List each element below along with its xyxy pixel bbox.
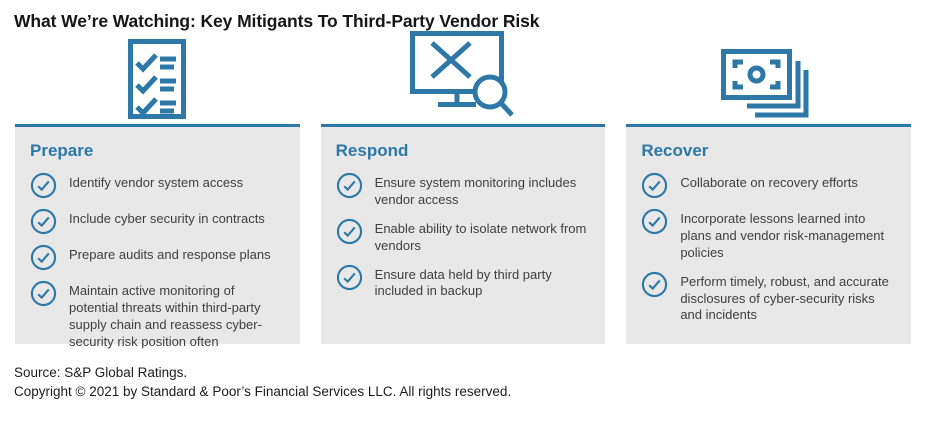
check-circle-icon [30, 244, 57, 271]
check-circle-icon [30, 208, 57, 235]
footer: Source: S&P Global Ratings. Copyright © … [14, 363, 934, 401]
respond-item-list: Ensure system monitoring includes vendor… [336, 172, 594, 301]
column-respond: Respond Ensure system monitoring include… [320, 31, 606, 344]
column-recover: Recover Collaborate on recovery efforts [626, 32, 911, 344]
list-item: Ensure system monitoring includes vendor… [336, 172, 594, 209]
panel-header-recover: Recover [641, 141, 709, 160]
list-item: Collaborate on recovery efforts [641, 172, 899, 199]
list-item-label: Include cyber security in contracts [69, 211, 265, 226]
panel-recover: Recover Collaborate on recovery efforts [626, 124, 911, 344]
list-item-label: Maintain active monitoring of potential … [69, 283, 262, 349]
list-item: Enable ability to isolate network from v… [336, 218, 594, 255]
page-title: What We’re Watching: Key Mitigants To Th… [14, 11, 540, 31]
list-item: Ensure data held by third party included… [336, 264, 594, 301]
check-circle-icon [336, 172, 363, 199]
list-item: Incorporate lessons learned into plans a… [641, 208, 899, 262]
list-item-label: Prepare audits and response plans [69, 247, 271, 262]
list-item: Include cyber security in contracts [30, 208, 288, 235]
recover-item-list: Collaborate on recovery efforts Incorpor… [641, 172, 899, 325]
prepare-item-list: Identify vendor system access Include cy… [30, 172, 288, 351]
check-circle-icon [336, 264, 363, 291]
list-item-label: Ensure data held by third party included… [374, 266, 552, 299]
panel-header-prepare: Prepare [30, 141, 94, 160]
panel-prepare: Prepare Identify vendor system access [15, 124, 300, 349]
check-circle-icon [336, 218, 363, 245]
list-item: Perform timely, robust, and accurate dis… [641, 271, 899, 325]
banknotes-icon [626, 32, 911, 124]
list-item: Maintain active monitoring of potential … [30, 280, 288, 351]
list-item: Identify vendor system access [30, 172, 288, 199]
source-line: Source: S&P Global Ratings. [14, 365, 188, 380]
monitor-search-icon [321, 31, 606, 124]
list-item: Prepare audits and response plans [30, 244, 288, 271]
check-circle-icon [641, 271, 668, 298]
check-circle-icon [30, 280, 57, 307]
mitigants-columns: Prepare Identify vendor system access [15, 31, 911, 349]
panel-header-respond: Respond [335, 141, 409, 160]
list-item-label: Incorporate lessons learned into plans a… [680, 211, 885, 260]
copyright-line: Copyright © 2021 by Standard & Poor’s Fi… [14, 384, 512, 400]
list-item-label: Enable ability to isolate network from v… [374, 220, 587, 253]
list-item-label: Perform timely, robust, and accurate dis… [680, 273, 889, 323]
list-item-label: Ensure system monitoring includes vendor… [374, 175, 577, 207]
column-prepare: Prepare Identify vendor system access [15, 32, 300, 349]
panel-respond: Respond Ensure system monitoring include… [320, 124, 606, 344]
check-circle-icon [30, 172, 57, 199]
list-item-label: Identify vendor system access [69, 175, 244, 190]
check-circle-icon [641, 172, 668, 199]
list-item-label: Collaborate on recovery efforts [680, 175, 858, 190]
checklist-icon [15, 32, 300, 124]
check-circle-icon [641, 208, 668, 235]
